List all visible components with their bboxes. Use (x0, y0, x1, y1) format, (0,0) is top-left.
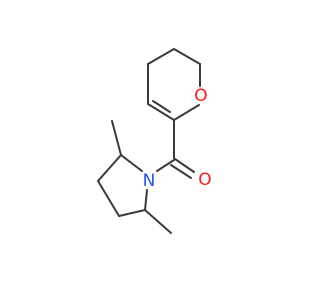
bond-c2-c3 (97, 154, 122, 182)
bond-ring-c6-c1-outer (147, 103, 175, 121)
bond-n-c2 (120, 154, 143, 172)
bond-ring-o-c6 (173, 104, 200, 121)
bond-ring-c6-c1-inner (152, 100, 171, 113)
atom-label-nitrogen: N (143, 171, 156, 191)
bond-c2-methyl (111, 120, 122, 156)
molecule-diagram: O O N (97, 48, 212, 234)
bond-ring-c3-c4 (147, 48, 175, 65)
bond-carbonyl-double-2 (170, 164, 192, 179)
bond-c5-n (144, 189, 148, 211)
bond-carbonyl-to-nitrogen (156, 159, 175, 172)
bond-carbonyl-double-1 (174, 158, 195, 173)
atom-label-ring-oxygen: O (194, 86, 207, 106)
bond-c3-c4 (97, 180, 120, 217)
bond-c5-methyl (144, 209, 172, 234)
bond-c4-c5 (118, 209, 146, 217)
atom-label-carbonyl-oxygen: O (198, 170, 211, 190)
bond-ring-c4-c5 (173, 48, 201, 65)
